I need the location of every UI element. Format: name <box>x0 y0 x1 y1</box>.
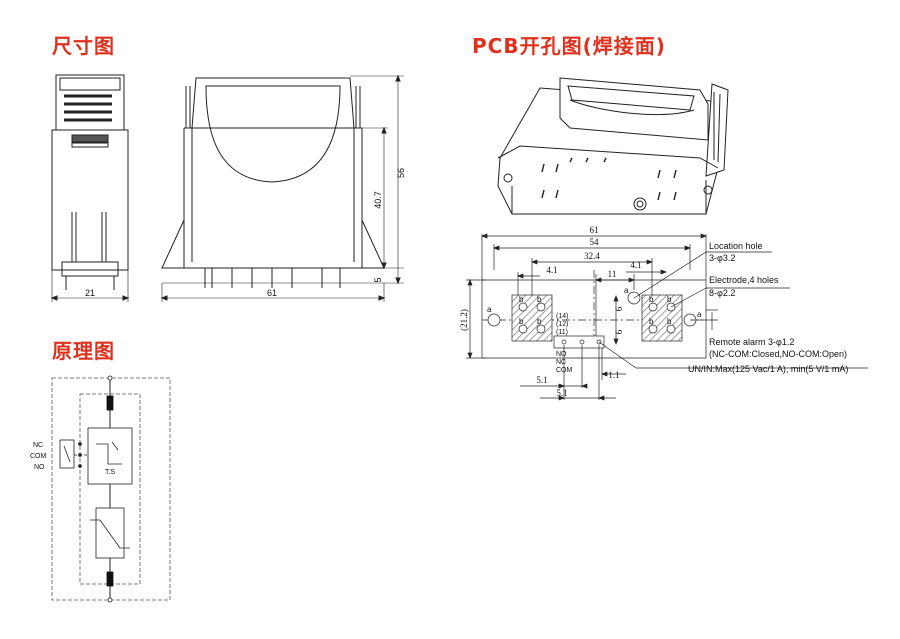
hole-b-2: b <box>537 295 542 304</box>
pin-number-14: (14) <box>556 313 568 320</box>
schematic-nc-label: NC <box>33 442 43 449</box>
pin-name-no: NO <box>556 351 567 358</box>
isometric-view <box>497 77 729 215</box>
pcb-dim-54: 54 <box>590 237 600 247</box>
pin-name-com: COM <box>556 367 573 374</box>
pin-length-label: 5 <box>373 277 383 282</box>
hole-b-8: b <box>667 317 672 326</box>
schematic-no-label: NO <box>34 464 45 471</box>
pcb-dim-6-bottom: 6 <box>614 329 624 334</box>
side-view <box>50 74 130 302</box>
note-remote-alarm-state: (NC-COM:Closed,NO-COM:Open) <box>709 349 847 359</box>
front-view <box>160 74 404 302</box>
pcb-dim-4-1-left: 4.1 <box>546 265 557 275</box>
note-electrode-size: 8-φ2.2 <box>709 288 735 298</box>
hole-b-7: b <box>649 317 654 326</box>
note-location-hole: Location hole <box>709 241 763 251</box>
front-width-label: 61 <box>267 288 277 298</box>
hole-a-left: a <box>487 305 492 314</box>
pin-number-12: (12) <box>556 321 568 328</box>
dimension-drawing-title: 尺寸图 <box>52 34 115 58</box>
height-body-label: 40.7 <box>373 191 383 209</box>
pcb-dim-32-4: 32.4 <box>584 251 600 261</box>
hole-b-1: b <box>519 295 524 304</box>
hole-b-3: b <box>519 317 524 326</box>
pcb-dim-5-1-b: 5.1 <box>556 388 567 398</box>
pcb-hole-layout <box>466 233 868 401</box>
hole-b-5: b <box>649 295 654 304</box>
pcb-dim-4-1-right: 4.1 <box>630 260 641 270</box>
schematic-diagram <box>51 375 171 603</box>
height-total-label: 56 <box>396 168 406 178</box>
note-electrode: Electrode,4 holes <box>709 275 779 285</box>
schematic-title: 原理图 <box>52 339 115 363</box>
side-width-label: 21 <box>85 288 95 298</box>
pin-number-11: (11) <box>556 329 568 336</box>
pcb-dim-5-1-a: 5.1 <box>536 375 547 385</box>
pcb-dim-61: 61 <box>590 225 599 235</box>
hole-b-6: b <box>667 295 672 304</box>
note-rating: UN/IN:Max(125 Vac/1 A), min(5 V/1 mA) <box>688 364 848 374</box>
schematic-com-label: COM <box>30 453 47 460</box>
pcb-dim-6-top: 6 <box>614 306 624 311</box>
hole-a-top: a <box>624 286 629 295</box>
pcb-dim-11: 11 <box>608 269 617 279</box>
note-location-hole-size: 3-φ3.2 <box>709 253 735 263</box>
thermal-switch-label: T.S <box>105 469 115 476</box>
pcb-drilling-title: PCB开孔图(焊接面) <box>472 34 666 58</box>
hole-a-right: a <box>697 310 702 319</box>
hole-b-4: b <box>537 317 542 326</box>
pcb-dim-1-1: 1.1 <box>608 370 619 380</box>
pcb-dim-21-2: (21.2) <box>459 309 469 331</box>
pin-name-nc: NC <box>556 359 566 366</box>
note-remote-alarm: Remote alarm 3-φ1.2 <box>709 337 794 347</box>
